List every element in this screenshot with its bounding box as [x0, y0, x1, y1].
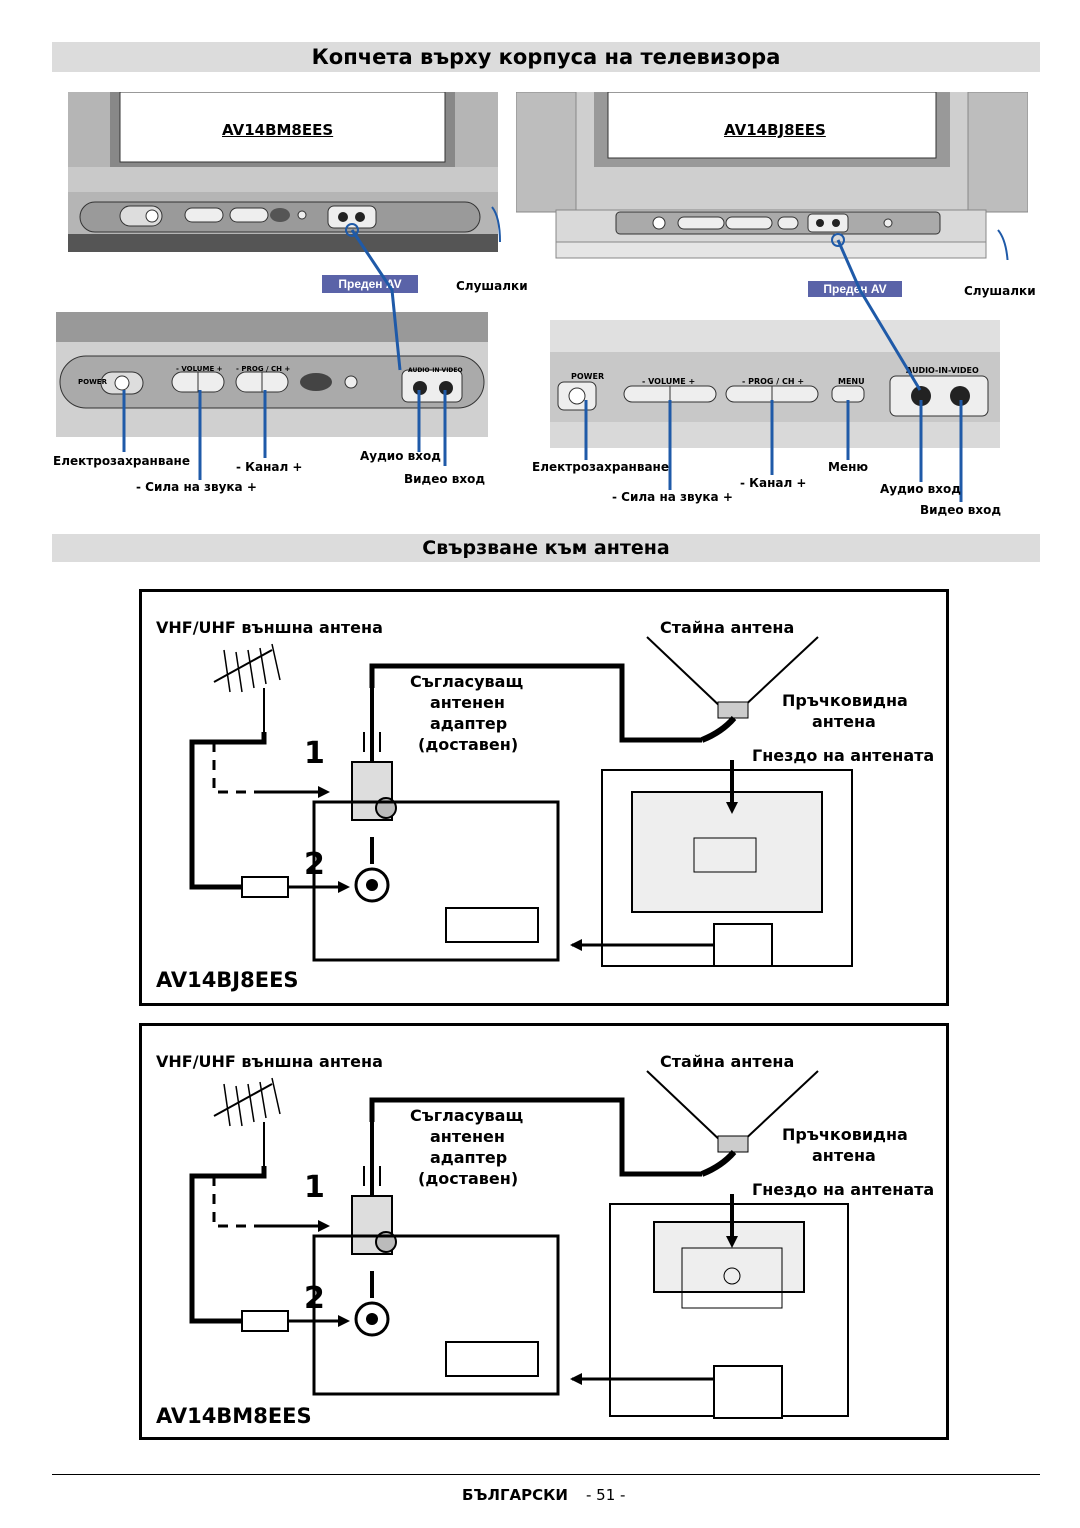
tv-right-callout-lines	[584, 233, 963, 502]
tv-left-power-panel-label: POWER	[78, 378, 107, 386]
tv-left-channel-callout: - Канал +	[236, 460, 303, 474]
top-diagram-model: AV14BJ8EES	[156, 968, 299, 992]
tv-left-volume-panel-label: - VOLUME +	[176, 365, 223, 373]
tv-right-av-panel-label: AUDIO-IN-VIDEO	[906, 366, 979, 375]
tv-back-icon	[601, 760, 853, 967]
top-step-1: 1	[304, 736, 325, 771]
outdoor-antenna-icon	[213, 1077, 281, 1166]
top-rod-antenna-label-2: антена	[812, 712, 876, 731]
tv-left-control-panel	[56, 312, 488, 437]
outdoor-antenna-icon	[213, 643, 281, 732]
antenna-diagram-top	[139, 589, 949, 1006]
top-adapter-label-1: Съгласуващ	[410, 672, 524, 691]
tv-right-audio-in-callout: Аудио вход	[880, 482, 961, 496]
top-adapter-label-2: антенен	[430, 693, 505, 712]
bottom-adapter-label-2: антенен	[430, 1127, 505, 1146]
tv-right-power-panel-label: POWER	[571, 372, 605, 381]
tv-right-volume-panel-label: - VOLUME +	[642, 377, 696, 386]
top-antenna-socket-label: Гнездо на антената	[752, 746, 935, 765]
matching-adapter-icon	[351, 1122, 397, 1255]
tv-left-front-illustration	[68, 92, 501, 252]
antenna-diagram-bottom-drawing	[189, 1070, 849, 1419]
controls-section-title-text: Копчета върху корпуса на телевизора	[311, 45, 781, 69]
tv-left-prog-panel-label: - PROG / CH +	[236, 365, 291, 373]
bottom-adapter-label-3: адаптер	[430, 1148, 508, 1167]
top-step-2: 2	[304, 847, 325, 882]
bottom-room-antenna-label: Стайна антена	[660, 1052, 795, 1071]
bottom-diagram-model: AV14BM8EES	[156, 1404, 312, 1428]
tv-left-volume-callout: - Сила на звука +	[136, 480, 257, 494]
tv-right-model: AV14BJ8EES	[724, 121, 826, 139]
footer-language: БЪЛГАРСКИ	[462, 1486, 568, 1504]
controls-section-title: Копчета върху корпуса на телевизора	[52, 42, 1040, 72]
tv-left-model: AV14BM8EES	[222, 121, 334, 139]
tv-left-front-av-badge: Преден AV	[322, 275, 418, 293]
tv-right-menu-panel-label: MENU	[838, 377, 865, 386]
top-adapter-label-4: (доставен)	[418, 735, 519, 754]
bottom-antenna-socket-label: Гнездо на антената	[752, 1180, 935, 1199]
tv-right-power-callout: Електрозахранване	[532, 460, 669, 474]
top-room-antenna-label: Стайна антена	[660, 618, 795, 637]
matching-adapter-icon	[351, 688, 397, 821]
tv-left-headphones-label: Слушалки	[456, 279, 528, 293]
tv-right-front-av-text: Преден AV	[823, 282, 887, 296]
room-antenna-icon	[646, 1070, 819, 1177]
top-adapter-label-3: адаптер	[430, 714, 508, 733]
tv-right-volume-callout: - Сила на звука +	[612, 490, 733, 504]
room-antenna-icon	[646, 636, 819, 743]
bottom-rod-antenna-label-2: антена	[812, 1146, 876, 1165]
tv-right-prog-panel-label: - PROG / CH +	[742, 377, 805, 386]
tv-right-channel-callout: - Канал +	[740, 476, 807, 490]
tv-right-control-panel	[550, 320, 1000, 448]
tv-left-callout-lines	[122, 223, 447, 480]
tv-right-front-av-badge: Преден AV	[808, 281, 902, 297]
bottom-outdoor-antenna-label: VHF/UHF външна антена	[156, 1052, 383, 1071]
bottom-step-1: 1	[304, 1170, 325, 1205]
top-rod-antenna-label-1: Пръчковидна	[782, 691, 908, 710]
bottom-adapter-label-1: Съгласуващ	[410, 1106, 524, 1125]
antenna-section-title-text: Свързване към антена	[422, 537, 670, 559]
tv-left-video-in-callout: Видео вход	[404, 472, 486, 486]
antenna-diagram-top-drawing	[189, 636, 853, 967]
antenna-section-title: Свързване към антена	[52, 534, 1040, 562]
tv-right-front-illustration	[516, 92, 1028, 260]
bottom-adapter-label-4: (доставен)	[418, 1169, 519, 1188]
top-outdoor-antenna-label: VHF/UHF външна антена	[156, 618, 383, 637]
tv-right-video-in-callout: Видео вход	[920, 503, 1002, 517]
footer-divider	[52, 1474, 1040, 1475]
antenna-diagram-bottom	[139, 1023, 949, 1440]
tv-left-power-callout: Електрозахранване	[53, 454, 190, 468]
tv-right-menu-callout: Меню	[828, 460, 869, 474]
tv-left-audio-in-callout: Аудио вход	[360, 449, 441, 463]
tv-right-headphones-label: Слушалки	[964, 284, 1036, 298]
footer-page-number: - 51 -	[586, 1486, 626, 1504]
bottom-rod-antenna-label-1: Пръчковидна	[782, 1125, 908, 1144]
tv-left-av-panel-label: AUDIO-IN-VIDEO	[408, 367, 463, 374]
tv-back-icon	[609, 1194, 849, 1419]
bottom-step-2: 2	[304, 1281, 325, 1316]
